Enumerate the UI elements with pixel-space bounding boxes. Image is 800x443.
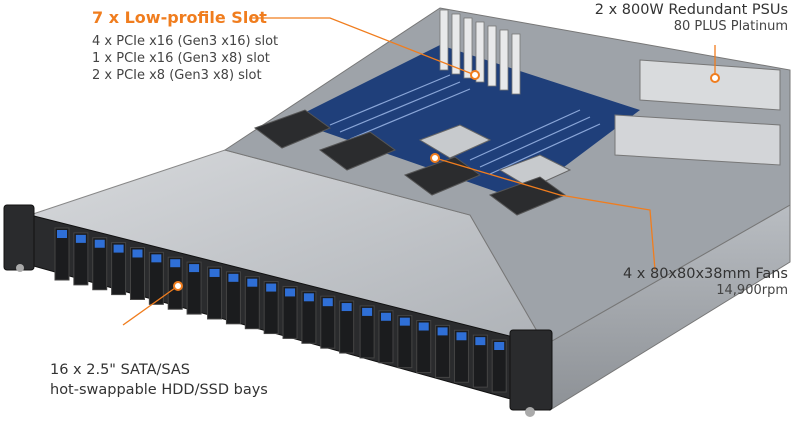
drive-latch (247, 278, 258, 287)
drive-latch (380, 312, 391, 321)
drive-bay (129, 246, 145, 300)
bays-line1: 16 x 2.5" SATA/SAS (50, 362, 190, 378)
drive-bay (359, 305, 375, 359)
cpu-heatsink (498, 154, 572, 189)
drive-latch (475, 337, 486, 346)
fans-marker (430, 153, 440, 163)
psu-callout: 2 x 800W Redundant PSUs 80 PLUS Platinum (595, 2, 788, 35)
drive-latch (132, 249, 143, 258)
psu-marker (710, 73, 720, 83)
drive-bay (378, 310, 394, 364)
slots-line: 1 x PCIe x16 (Gen3 x8) slot (92, 51, 270, 66)
drive-latch (456, 332, 467, 341)
fan-modules (253, 109, 567, 216)
slots-leader (250, 17, 476, 76)
slots-marker (470, 70, 480, 80)
drive-bay (301, 290, 317, 344)
drive-latch (494, 342, 505, 350)
drive-bay-group (54, 227, 507, 393)
drive-latch (437, 327, 448, 336)
pcie-slots (439, 9, 521, 95)
fans-callout: 4 x 80x80x38mm Fans 14,900rpm (623, 266, 788, 299)
drive-latch (75, 234, 86, 243)
drive-bay (186, 261, 202, 315)
fans-title: 4 x 80x80x38mm Fans (622, 266, 788, 282)
drive-latch (170, 259, 181, 268)
drive-bay (416, 320, 432, 374)
drive-bay (207, 266, 223, 320)
drive-bay (339, 300, 355, 354)
drive-bay (54, 227, 70, 281)
drive-bay (92, 237, 108, 291)
psu-module (639, 59, 781, 111)
drive-bay (73, 232, 89, 286)
rack-ear-right (509, 329, 553, 411)
psu-subtitle: 80 PLUS Platinum (673, 19, 788, 34)
drive-latch (57, 230, 67, 238)
cpu-heatsink (418, 124, 492, 159)
screw-icon (525, 407, 535, 417)
slots-callout: 7 x Low-profile Slot 4 x PCIe x16 (Gen3 … (92, 8, 278, 84)
drive-latch (341, 303, 352, 312)
bays-leader (122, 287, 176, 326)
fans-subtitle: 14,900rpm (716, 283, 788, 298)
slots-title: 7 x Low-profile Slot (92, 8, 267, 27)
drive-bay (435, 324, 451, 378)
drive-bay (320, 295, 336, 349)
drive-latch (322, 298, 333, 307)
drive-latch (228, 273, 239, 282)
drive-bay (244, 276, 260, 330)
rack-ear-left (3, 204, 35, 271)
drive-latch (285, 288, 296, 297)
drive-latch (94, 239, 105, 248)
drive-bay (225, 271, 241, 325)
drive-latch (362, 307, 373, 316)
psu-title: 2 x 800W Redundant PSUs (594, 2, 788, 18)
screw-icon (16, 264, 24, 272)
drive-bay (263, 281, 279, 335)
drive-latch (113, 244, 124, 253)
drive-latch (189, 264, 200, 273)
dimm-slots (329, 74, 601, 175)
drive-latch (151, 254, 162, 263)
slots-line: 2 x PCIe x8 (Gen3 x8) slot (92, 68, 262, 83)
drive-bay (472, 334, 488, 388)
fans-leader (434, 157, 656, 271)
drive-bay (397, 315, 413, 369)
drive-bay (491, 339, 507, 393)
psu-module (614, 114, 781, 166)
drive-latch (266, 283, 277, 292)
slots-line: 4 x PCIe x16 (Gen3 x16) slot (92, 34, 279, 49)
drive-bay (282, 285, 298, 339)
drive-latch (303, 293, 314, 302)
drive-bay (453, 329, 469, 383)
bays-callout: 16 x 2.5" SATA/SAS hot-swappable HDD/SSD… (50, 360, 268, 400)
drive-latch (399, 317, 410, 326)
drive-latch (418, 322, 429, 331)
drive-latch (209, 268, 220, 277)
bays-line2: hot-swappable HDD/SSD bays (50, 382, 268, 398)
drive-bay (148, 251, 164, 305)
drive-bay (111, 242, 127, 296)
bays-marker (173, 281, 183, 291)
